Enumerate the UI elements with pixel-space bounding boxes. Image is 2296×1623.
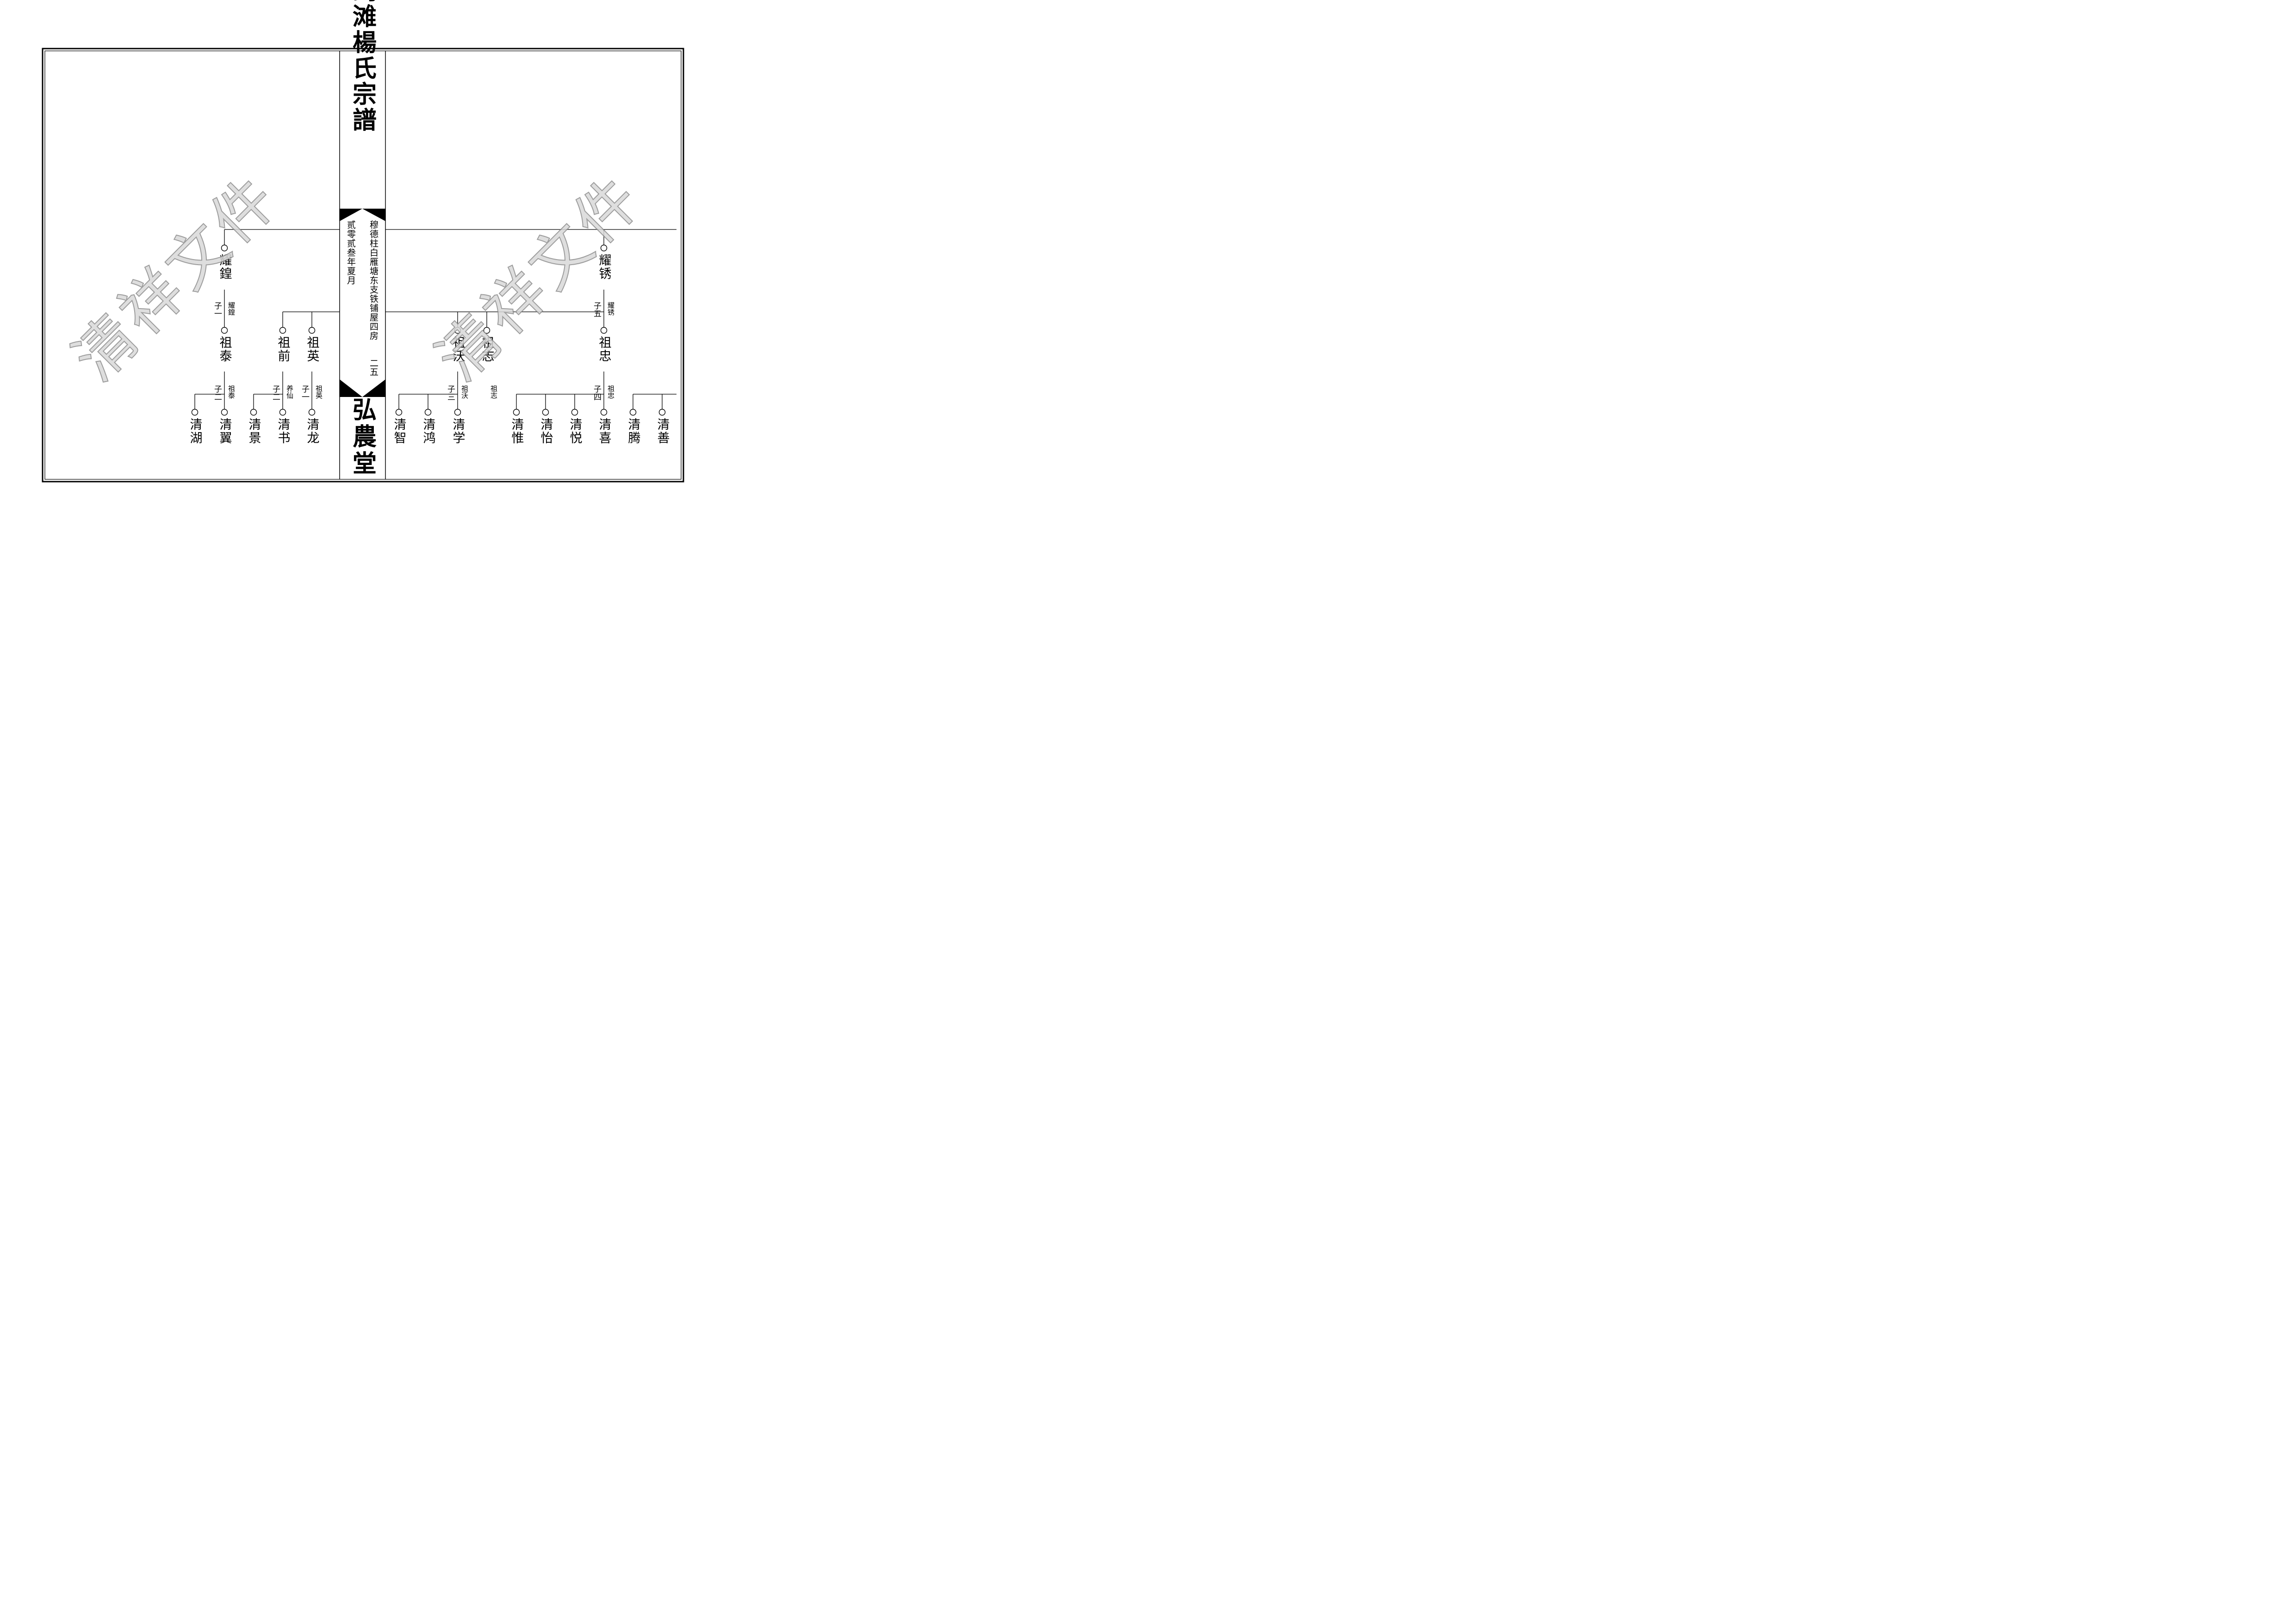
person-node-qingjing [250, 409, 257, 416]
person-node-zuzhong [600, 327, 608, 334]
relation-order: 子二 [212, 385, 222, 401]
person-name-qingyi: 清翼 [217, 418, 232, 445]
person-name-qingzhi: 清智 [392, 418, 407, 445]
person-name-qingshan: 清善 [655, 418, 670, 445]
person-node-qingshu [279, 409, 286, 416]
date-label: 贰零贰叁年夏月 [346, 220, 356, 285]
fishtail-top [340, 209, 385, 221]
relation-parent: 祖泰 [227, 385, 236, 399]
spine-text: 剑滩楊氏宗譜 弘農堂 穆德柱白雁塘东支铁铺屋四房 贰零贰叁年夏月 二五 [346, 0, 379, 477]
person-node-qingxi [600, 409, 608, 416]
person-name-zuwo: 祖沃 [451, 336, 465, 363]
hall-name: 弘農堂 [348, 397, 377, 477]
relation-parent: 养仙 [285, 385, 294, 399]
person-node-qingshan [658, 409, 666, 416]
person-name-yaoxiu: 耀锈 [597, 254, 612, 280]
relation-parent: 祖忠 [607, 385, 615, 399]
relation-order: 子三 [446, 385, 455, 401]
relation-order: 子二 [271, 385, 280, 401]
page-number: 二五 [368, 359, 379, 376]
person-name-qingyi2: 清怡 [539, 418, 553, 445]
genealogy-title: 剑滩楊氏宗譜 [348, 0, 377, 133]
person-node-zuzhi [483, 327, 490, 334]
branch-label: 穆德柱白雁塘东支铁铺屋四房 [368, 220, 379, 341]
person-nodes [191, 244, 666, 416]
relation-labels: 子一耀鍠子二祖泰子二养仙子一祖英子五耀锈子三祖沃祖志子四祖忠 [212, 302, 615, 401]
relation-parent: 祖沃 [460, 385, 469, 399]
relation-order: 子四 [592, 385, 602, 401]
person-node-qinglong [308, 409, 316, 416]
person-node-zuwo [454, 327, 461, 334]
person-node-qingteng [629, 409, 637, 416]
lineage-lines [194, 229, 676, 409]
person-node-qingyi [221, 409, 228, 416]
fishtail-bottom [340, 379, 385, 397]
outer-border [42, 48, 684, 483]
person-name-qinglong: 清龙 [305, 418, 320, 445]
relation-parent: 祖英 [315, 385, 323, 399]
person-name-qingwei: 清惟 [509, 418, 524, 445]
person-node-qinghong [424, 409, 432, 416]
relation-parent: 耀锈 [607, 302, 615, 316]
person-name-qingxue: 清学 [451, 418, 465, 445]
person-node-zutai [221, 327, 228, 334]
person-node-qingzhi [395, 409, 403, 416]
relation-order: 子一 [212, 302, 222, 317]
person-name-zuzhong: 祖忠 [597, 336, 612, 363]
relation-parent: 祖志 [490, 385, 498, 399]
spine [339, 51, 386, 479]
person-name-qingyue: 清悦 [568, 418, 583, 445]
person-node-yaoxiu [600, 244, 608, 252]
person-name-qingxi: 清喜 [597, 418, 612, 445]
person-name-qingteng: 清腾 [626, 418, 641, 445]
relation-parent: 耀鍠 [227, 302, 236, 316]
relation-order: 子五 [592, 302, 602, 317]
person-name-zuying: 祖英 [305, 336, 320, 363]
person-name-qingjing: 清景 [247, 418, 261, 445]
person-name-zuzhi: 祖志 [480, 336, 495, 363]
person-name-qingshu: 清书 [276, 418, 291, 445]
inner-border [44, 50, 682, 480]
person-node-qingxue [454, 409, 461, 416]
person-name-zutai: 祖泰 [217, 336, 232, 363]
person-node-zuqian [279, 327, 286, 334]
watermark-left: 清祥文件 [60, 161, 292, 394]
person-node-zuying [308, 327, 316, 334]
person-node-yaohuang [221, 244, 228, 252]
person-name-qinghu: 清湖 [188, 418, 203, 445]
person-names: 耀鍠祖泰祖前祖英清湖清翼清景清书清龙耀锈祖沃祖志祖忠清智清鸿清学清惟清怡清悦清喜… [188, 254, 670, 445]
watermark-right: 清祥文件 [423, 161, 656, 394]
person-node-qingyue [571, 409, 578, 416]
person-name-yaohuang: 耀鍠 [217, 254, 232, 280]
genealogy-page: 剑滩楊氏宗譜 弘農堂 穆德柱白雁塘东支铁铺屋四房 贰零贰叁年夏月 二五 耀鍠祖泰… [42, 0, 684, 483]
person-name-zuqian: 祖前 [276, 336, 291, 363]
person-node-qinghu [191, 409, 199, 416]
relation-order: 子一 [300, 385, 310, 401]
person-node-qingwei [513, 409, 520, 416]
person-node-qingyi2 [542, 409, 549, 416]
person-name-qinghong: 清鸿 [421, 418, 436, 445]
